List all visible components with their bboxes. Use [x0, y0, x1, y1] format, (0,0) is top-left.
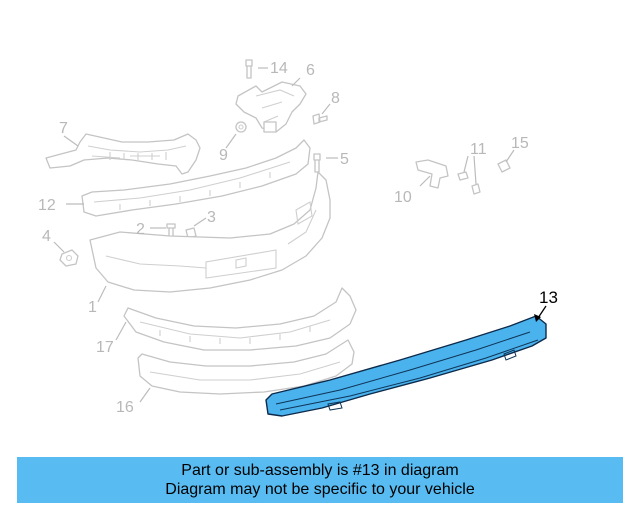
banner-line-1: Part or sub-assembly is #13 in diagram: [181, 462, 459, 479]
callout-14: 14: [270, 60, 288, 77]
part-13-impact-bar: [265, 315, 547, 417]
callout-6: 6: [306, 62, 315, 79]
callout-7: 7: [59, 120, 68, 137]
banner-line-2: Diagram may not be specific to your vehi…: [165, 481, 475, 498]
callout-4: 4: [42, 228, 51, 245]
part-2-bolt: [166, 223, 176, 239]
part-17-lower-support: [123, 287, 357, 351]
callout-11: 11: [470, 141, 487, 158]
part-4-nut: [59, 249, 79, 267]
callout-8: 8: [331, 90, 340, 107]
part-16-lower-valance: [137, 339, 355, 395]
leader-line-13: [534, 305, 547, 322]
callout-10: 10: [394, 189, 412, 206]
callout-2: 2: [136, 221, 145, 238]
part-6-bracket: [235, 81, 307, 133]
part-8-screw: [312, 113, 328, 125]
callout-1: 1: [88, 299, 97, 316]
callout-9: 9: [219, 147, 228, 164]
callout-3: 3: [207, 209, 216, 226]
part-12-reinforcement: [81, 139, 311, 217]
part-5-bolt: [313, 153, 321, 173]
part-15-clip: [497, 159, 511, 173]
part-10-bracket: [415, 159, 449, 189]
callout-5: 5: [340, 151, 349, 168]
part-14-bolt: [245, 59, 253, 79]
callout-13: 13: [539, 288, 558, 307]
callout-16: 16: [116, 399, 134, 416]
part-7-absorber: [45, 133, 201, 175]
part-1-bumper-cover: [89, 171, 331, 293]
callout-17: 17: [96, 339, 114, 356]
parts-diagram: 14 6 8 7 9 5 12 2 3 4 1 17 16 10 11 15 1…: [38, 59, 558, 417]
part-3-clip: [185, 227, 197, 239]
part-9-nut: [235, 121, 247, 133]
part-11-bolt: [457, 171, 481, 195]
info-banner: Part or sub-assembly is #13 in diagram D…: [17, 457, 623, 503]
callout-12: 12: [38, 197, 56, 214]
callout-15: 15: [511, 135, 529, 152]
leader-lines: [53, 67, 515, 403]
